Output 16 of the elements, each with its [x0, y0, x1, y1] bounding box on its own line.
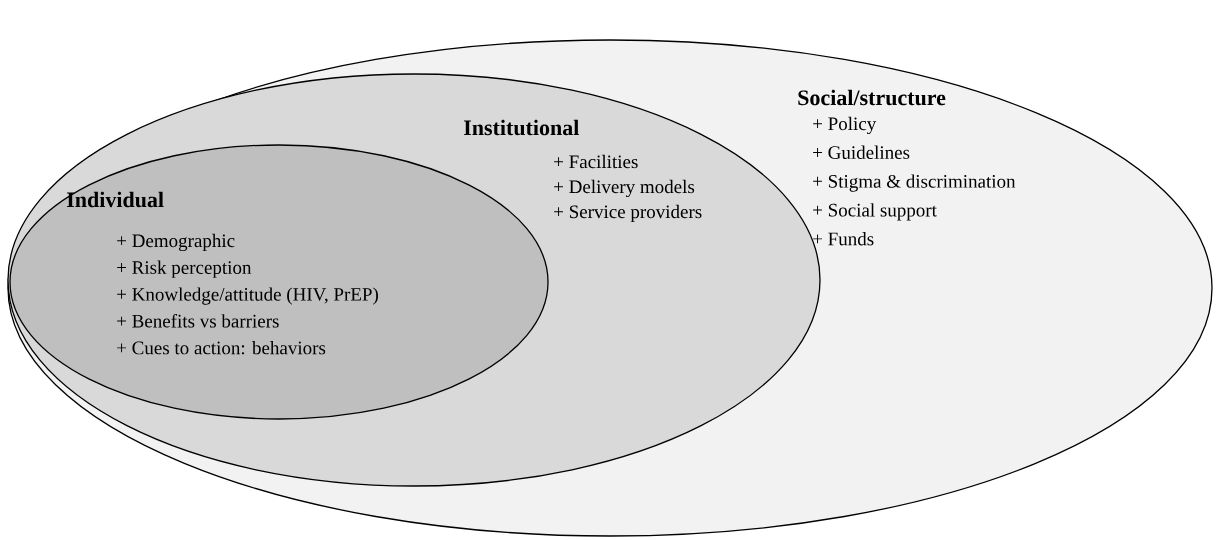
list-item: + Facilities	[554, 154, 638, 169]
list-item: + Social support	[813, 203, 937, 221]
list-item: + Knowledge/attitude (HIV, PrEP)	[117, 287, 378, 305]
list-item: + Service providers	[554, 204, 702, 223]
list-item: + Policy	[813, 116, 877, 135]
heading: Social/structure	[798, 89, 946, 106]
list-item: + Benefits vs barriers	[117, 314, 279, 328]
heading: Institutional	[463, 119, 579, 136]
heading: Individual	[66, 191, 164, 208]
list-item: + Stigma & discrimination	[813, 174, 1016, 192]
list-item: + Delivery models	[554, 179, 695, 198]
list-item: + Risk perception	[117, 260, 252, 278]
list-item: + Demographic	[117, 233, 235, 252]
list-item: + Guidelines	[813, 145, 910, 159]
list-item: + Cues to action: behaviors	[117, 341, 326, 355]
list-item: + Funds	[813, 232, 874, 246]
